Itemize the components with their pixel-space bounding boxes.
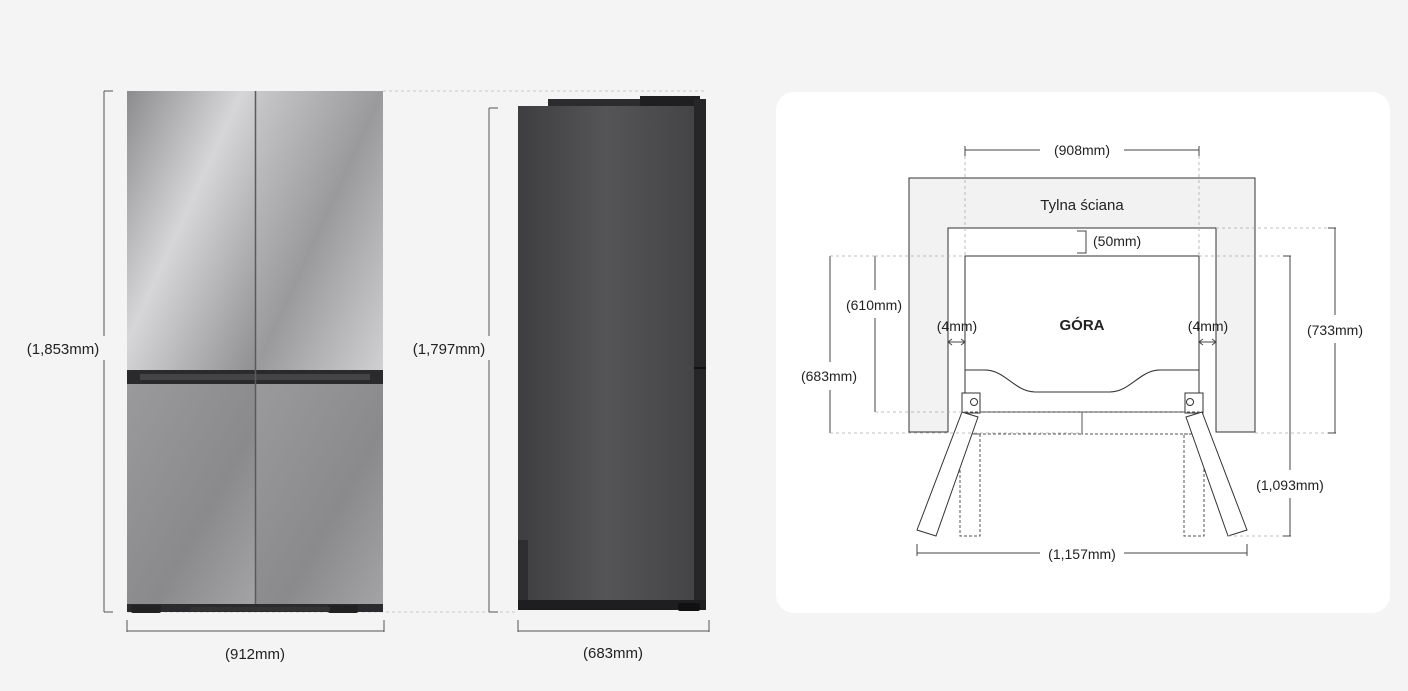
- side-body: [518, 106, 694, 606]
- dim-683-label: (683mm): [801, 368, 857, 384]
- door-open-left: [916, 411, 979, 537]
- dim-908: (908mm): [964, 142, 1200, 256]
- front-width-label: (912mm): [225, 646, 285, 663]
- dim-610-label: (610mm): [846, 297, 902, 313]
- front-width-dimension: (912mm): [126, 620, 385, 663]
- dim-1093: (1,093mm): [1199, 255, 1324, 537]
- top-label: GÓRA: [1060, 316, 1105, 334]
- front-view: (1,853mm) (912mm): [18, 90, 705, 663]
- door-top-right: [256, 91, 383, 370]
- fridge-side: [518, 96, 706, 611]
- door-open-right: [1185, 411, 1248, 537]
- fridge-front: [127, 91, 383, 613]
- dim-683: (683mm): [801, 255, 1082, 434]
- door-bottom-right: [256, 384, 383, 606]
- dim-4-right: (4mm): [1188, 318, 1228, 346]
- dim-1157-label: (1,157mm): [1048, 546, 1116, 562]
- door-bottom-left: [127, 384, 255, 606]
- dim-1093-label: (1,093mm): [1256, 477, 1324, 493]
- top-view-panel: Tylna ściana GÓRA (908mm): [776, 92, 1390, 613]
- side-depth-label: (683mm): [583, 645, 643, 662]
- dim-1157: (1,157mm): [916, 544, 1248, 562]
- back-wall-label: Tylna ściana: [1040, 197, 1124, 214]
- dim-50-label: (50mm): [1093, 233, 1141, 249]
- dim-4-left: (4mm): [937, 318, 977, 346]
- dim-733: (733mm): [1216, 227, 1363, 434]
- dim-4-left-label: (4mm): [937, 318, 977, 334]
- dim-4-right-label: (4mm): [1188, 318, 1228, 334]
- dim-908-label: (908mm): [1054, 142, 1110, 158]
- side-height-label: (1,797mm): [413, 341, 486, 358]
- front-height-label: (1,853mm): [27, 341, 100, 358]
- side-door-edge: [694, 99, 706, 607]
- dim-50: (50mm): [1077, 230, 1141, 254]
- side-base: [518, 600, 706, 610]
- side-depth-dimension: (683mm): [517, 620, 710, 662]
- dim-610: (610mm): [846, 255, 965, 413]
- front-height-dimension: (1,853mm): [18, 90, 113, 613]
- door-top-left: [127, 91, 255, 370]
- dim-733-label: (733mm): [1307, 322, 1363, 338]
- side-height-dimension: (1,797mm): [404, 107, 498, 613]
- side-view: (1,797mm) (683mm): [404, 96, 710, 662]
